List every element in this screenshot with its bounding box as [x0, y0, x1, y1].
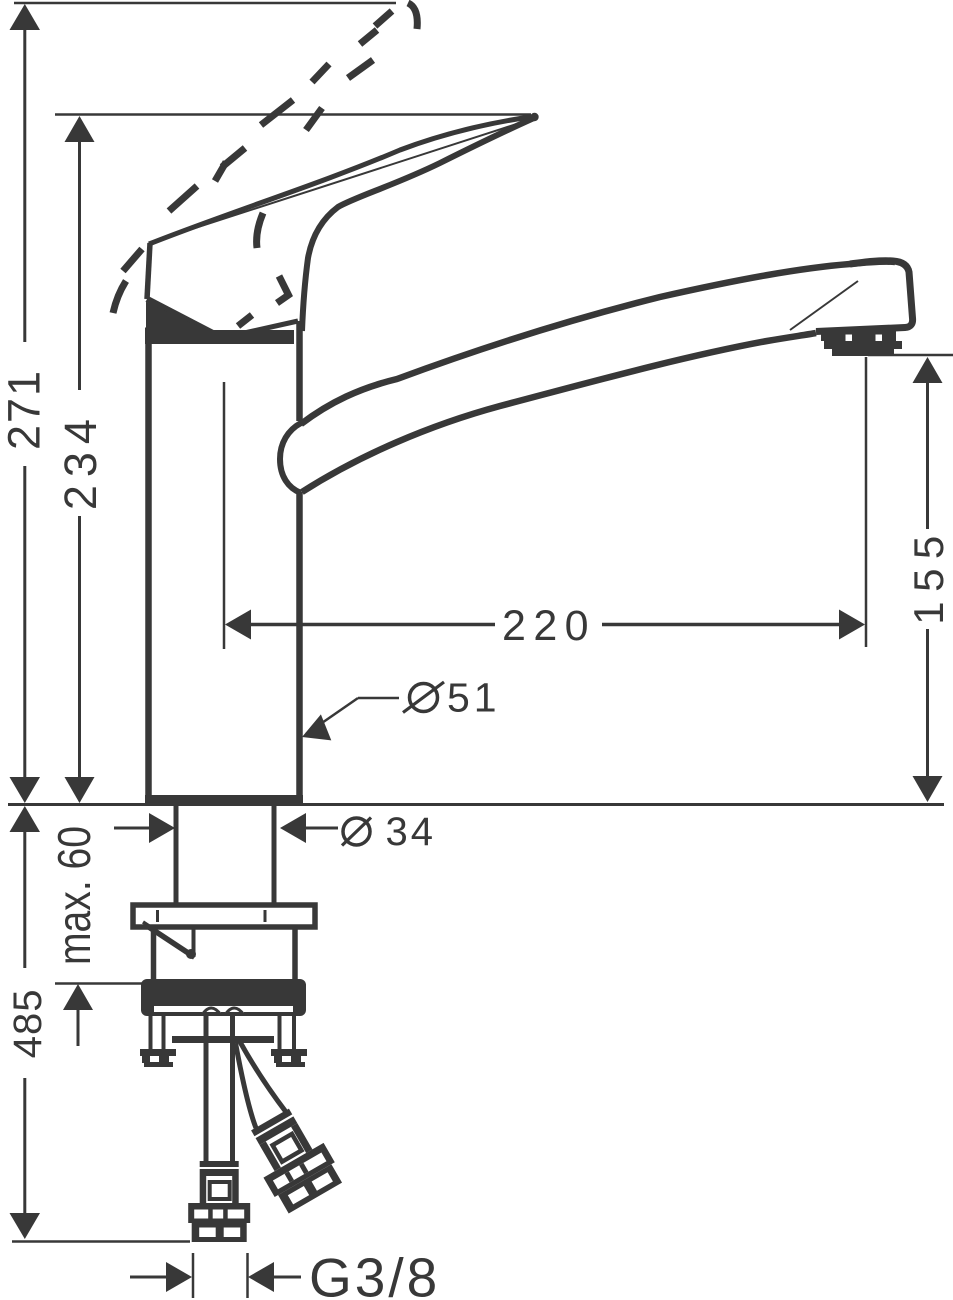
svg-text:485: 485 — [6, 989, 50, 1059]
svg-text:34: 34 — [386, 810, 437, 854]
svg-text:51: 51 — [447, 675, 501, 721]
svg-text:271: 271 — [0, 369, 50, 450]
svg-text:G3/8: G3/8 — [309, 1247, 440, 1300]
svg-text:234: 234 — [55, 411, 106, 510]
svg-text:max. 60: max. 60 — [48, 826, 100, 965]
svg-text:220: 220 — [502, 602, 596, 650]
svg-text:155: 155 — [905, 526, 952, 625]
